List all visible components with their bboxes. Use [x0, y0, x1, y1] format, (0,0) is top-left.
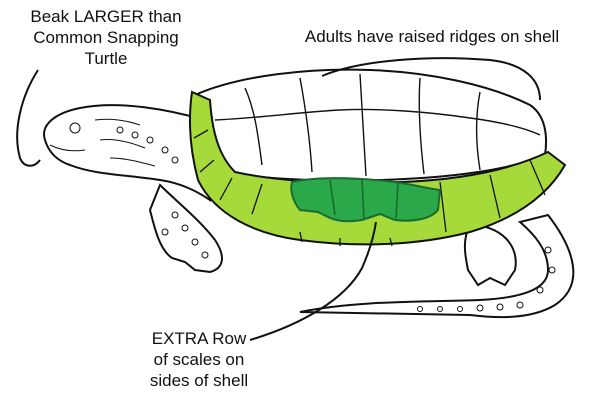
beak-annotation: Beak LARGER than Common Snapping Turtle — [6, 6, 206, 69]
ridges-annotation: Adults have raised ridges on shell — [270, 26, 594, 47]
beak-annotation-line-3: Turtle — [6, 48, 206, 69]
ridges-annotation-line-1: Adults have raised ridges on shell — [270, 26, 594, 47]
extra-row-annotation-line-1: EXTRA Row — [124, 328, 274, 349]
back-leg — [465, 225, 516, 285]
head-and-neck — [44, 105, 210, 200]
extra-row-annotation-line-3: sides of shell — [124, 370, 274, 391]
beak-annotation-line-2: Common Snapping — [6, 27, 206, 48]
beak-annotation-line-1: Beak LARGER than — [6, 6, 206, 27]
extra-row-annotation: EXTRA Row of scales on sides of shell — [124, 328, 274, 391]
beak-leader-line — [17, 70, 40, 166]
carapace — [195, 70, 546, 181]
extra-row-annotation-line-2: of scales on — [124, 349, 274, 370]
